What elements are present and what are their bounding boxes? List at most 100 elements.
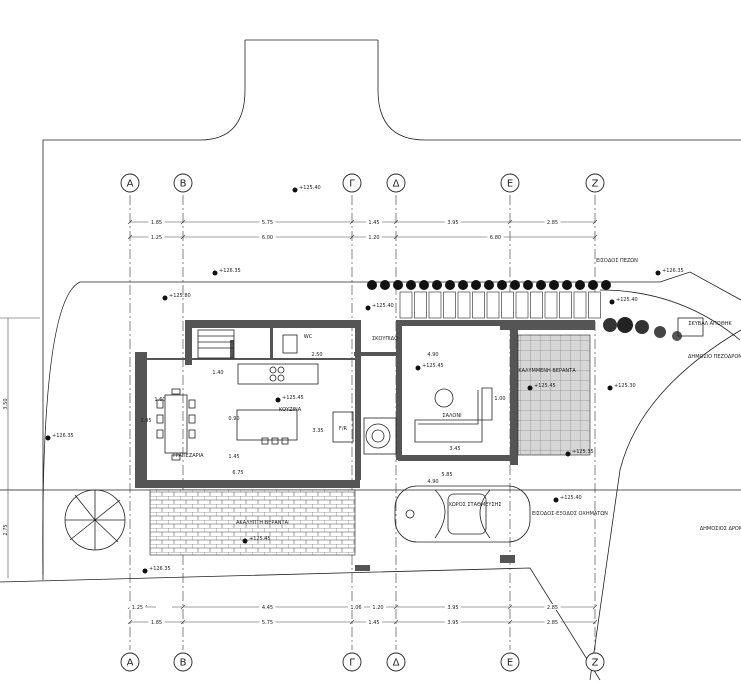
planter-box xyxy=(457,291,471,319)
dim-label-bg xyxy=(366,619,382,625)
planter-box xyxy=(486,291,500,319)
axis-label: E xyxy=(507,658,513,669)
planter-box xyxy=(573,291,587,319)
dim-tick xyxy=(393,619,399,625)
dimension-label: 3.95 xyxy=(447,620,458,626)
axis-label: B xyxy=(180,658,187,669)
planter-box xyxy=(501,291,514,319)
dim-tick xyxy=(180,219,186,225)
dim-tick xyxy=(507,219,513,225)
coffee-table xyxy=(434,388,454,408)
bollard-icon xyxy=(471,280,481,290)
dimension-label: 4.45 xyxy=(262,605,273,611)
room-label-road: ΔΗΜΟΣΙΟΣ ΔΡΟΜΟΣ xyxy=(700,526,741,532)
level-marker-icon xyxy=(212,270,218,276)
dimension-label: 1.20 xyxy=(372,605,383,611)
level-label: +125.30 xyxy=(614,383,636,389)
dim-tick xyxy=(592,619,598,625)
dimension-label: 2.50 xyxy=(311,352,322,358)
dimension-label: 1.20 xyxy=(368,235,379,241)
axis-marker xyxy=(120,173,140,193)
dimension-label: 1.85 xyxy=(151,620,162,626)
level-label: +125.40 xyxy=(616,297,638,303)
bollard-icon xyxy=(588,280,598,290)
dimension-label: 6.75 xyxy=(232,470,243,476)
bin-store xyxy=(677,317,704,337)
level-label: +125.40 xyxy=(372,303,394,309)
axis-label: E xyxy=(507,179,513,190)
fridge xyxy=(332,411,354,443)
dim-tick xyxy=(393,604,399,610)
dim-label-bg xyxy=(348,604,364,610)
dimension-label: 1.25 xyxy=(151,235,162,241)
dimension-label: 6.80 xyxy=(490,235,501,241)
building xyxy=(135,320,595,571)
dining-table xyxy=(156,388,196,461)
north-wall-living xyxy=(396,320,516,326)
room-label-bins: ΣΚΥΒΑΛ ΑΠΟΘΗΚ xyxy=(688,321,732,327)
room-label-open-veranda: ΑΚΑΛΥΠΤΗ ΒΕΡΑΝΤΑ xyxy=(236,520,289,526)
dimension-label: 3.95 xyxy=(447,605,458,611)
level-marker-icon xyxy=(162,295,168,301)
shrubs xyxy=(603,317,704,341)
axis-marker xyxy=(342,652,362,672)
wc-fixture xyxy=(282,334,298,354)
bollard-icon xyxy=(445,280,455,290)
dim-label-bg xyxy=(259,619,276,625)
dim-label-bg xyxy=(259,234,276,240)
axis-label: Γ xyxy=(349,179,355,190)
dimension-label: 1.45 xyxy=(368,620,379,626)
dim-tick xyxy=(507,619,513,625)
level-label: +125.80 xyxy=(169,293,191,299)
covered-veranda-floor xyxy=(517,334,591,456)
dim-label-bg xyxy=(544,219,561,225)
dim-label-bg xyxy=(148,219,165,225)
room-label-dining: ΤΡΑΠΕΖΑΡΙΑ xyxy=(171,453,204,459)
dim-tick xyxy=(393,234,399,240)
axis-marker xyxy=(342,173,362,193)
dim-label-bg xyxy=(445,219,461,225)
level-label: +125.40 xyxy=(560,495,582,501)
level-marker-icon xyxy=(292,187,298,193)
dim-tick xyxy=(127,234,133,240)
bollard-icon xyxy=(523,280,533,290)
dimension-label: 1.45 xyxy=(368,220,379,226)
bollard-icon xyxy=(562,280,572,290)
axis-marker xyxy=(120,652,140,672)
room-label-living: ΣΑΛΟΝΙ xyxy=(442,413,461,419)
dimension-label: 5.85 xyxy=(441,472,452,478)
level-marker-icon xyxy=(527,385,533,391)
level-marker-icon xyxy=(415,365,421,371)
dim-tick xyxy=(592,604,598,610)
axis-label: Z xyxy=(592,179,599,190)
dim-tick xyxy=(592,234,598,240)
dimension-label: 3.50 xyxy=(3,398,9,409)
dim-tick xyxy=(180,619,186,625)
dim-label-bg xyxy=(129,604,146,610)
planter-box xyxy=(515,291,529,319)
level-label: +126.35 xyxy=(52,433,74,439)
bollard-icon xyxy=(536,280,546,290)
dim-label-bg xyxy=(148,619,165,625)
dim-tick xyxy=(507,604,513,610)
dim-label-bg xyxy=(544,619,561,625)
kitchen-furniture xyxy=(197,329,354,445)
car-icon xyxy=(394,485,531,543)
dim-label-bg xyxy=(544,604,561,610)
dim-label-bg xyxy=(259,219,276,225)
bollard-icon xyxy=(497,280,507,290)
planter-box xyxy=(544,291,558,319)
plot-outline xyxy=(0,39,741,681)
dimension-label: 3.45 xyxy=(449,446,460,452)
bollard-icon xyxy=(484,280,494,290)
axis-marker xyxy=(585,173,605,193)
dimension-label: 3.95 xyxy=(140,418,151,424)
planter-box xyxy=(559,291,572,319)
stairs xyxy=(197,329,235,359)
living-furniture xyxy=(363,387,493,455)
room-label-wc: WC xyxy=(304,334,313,340)
level-marker-icon xyxy=(45,435,51,441)
dimension-label: 1.00 xyxy=(494,396,505,402)
level-label: +126.35 xyxy=(219,268,241,274)
